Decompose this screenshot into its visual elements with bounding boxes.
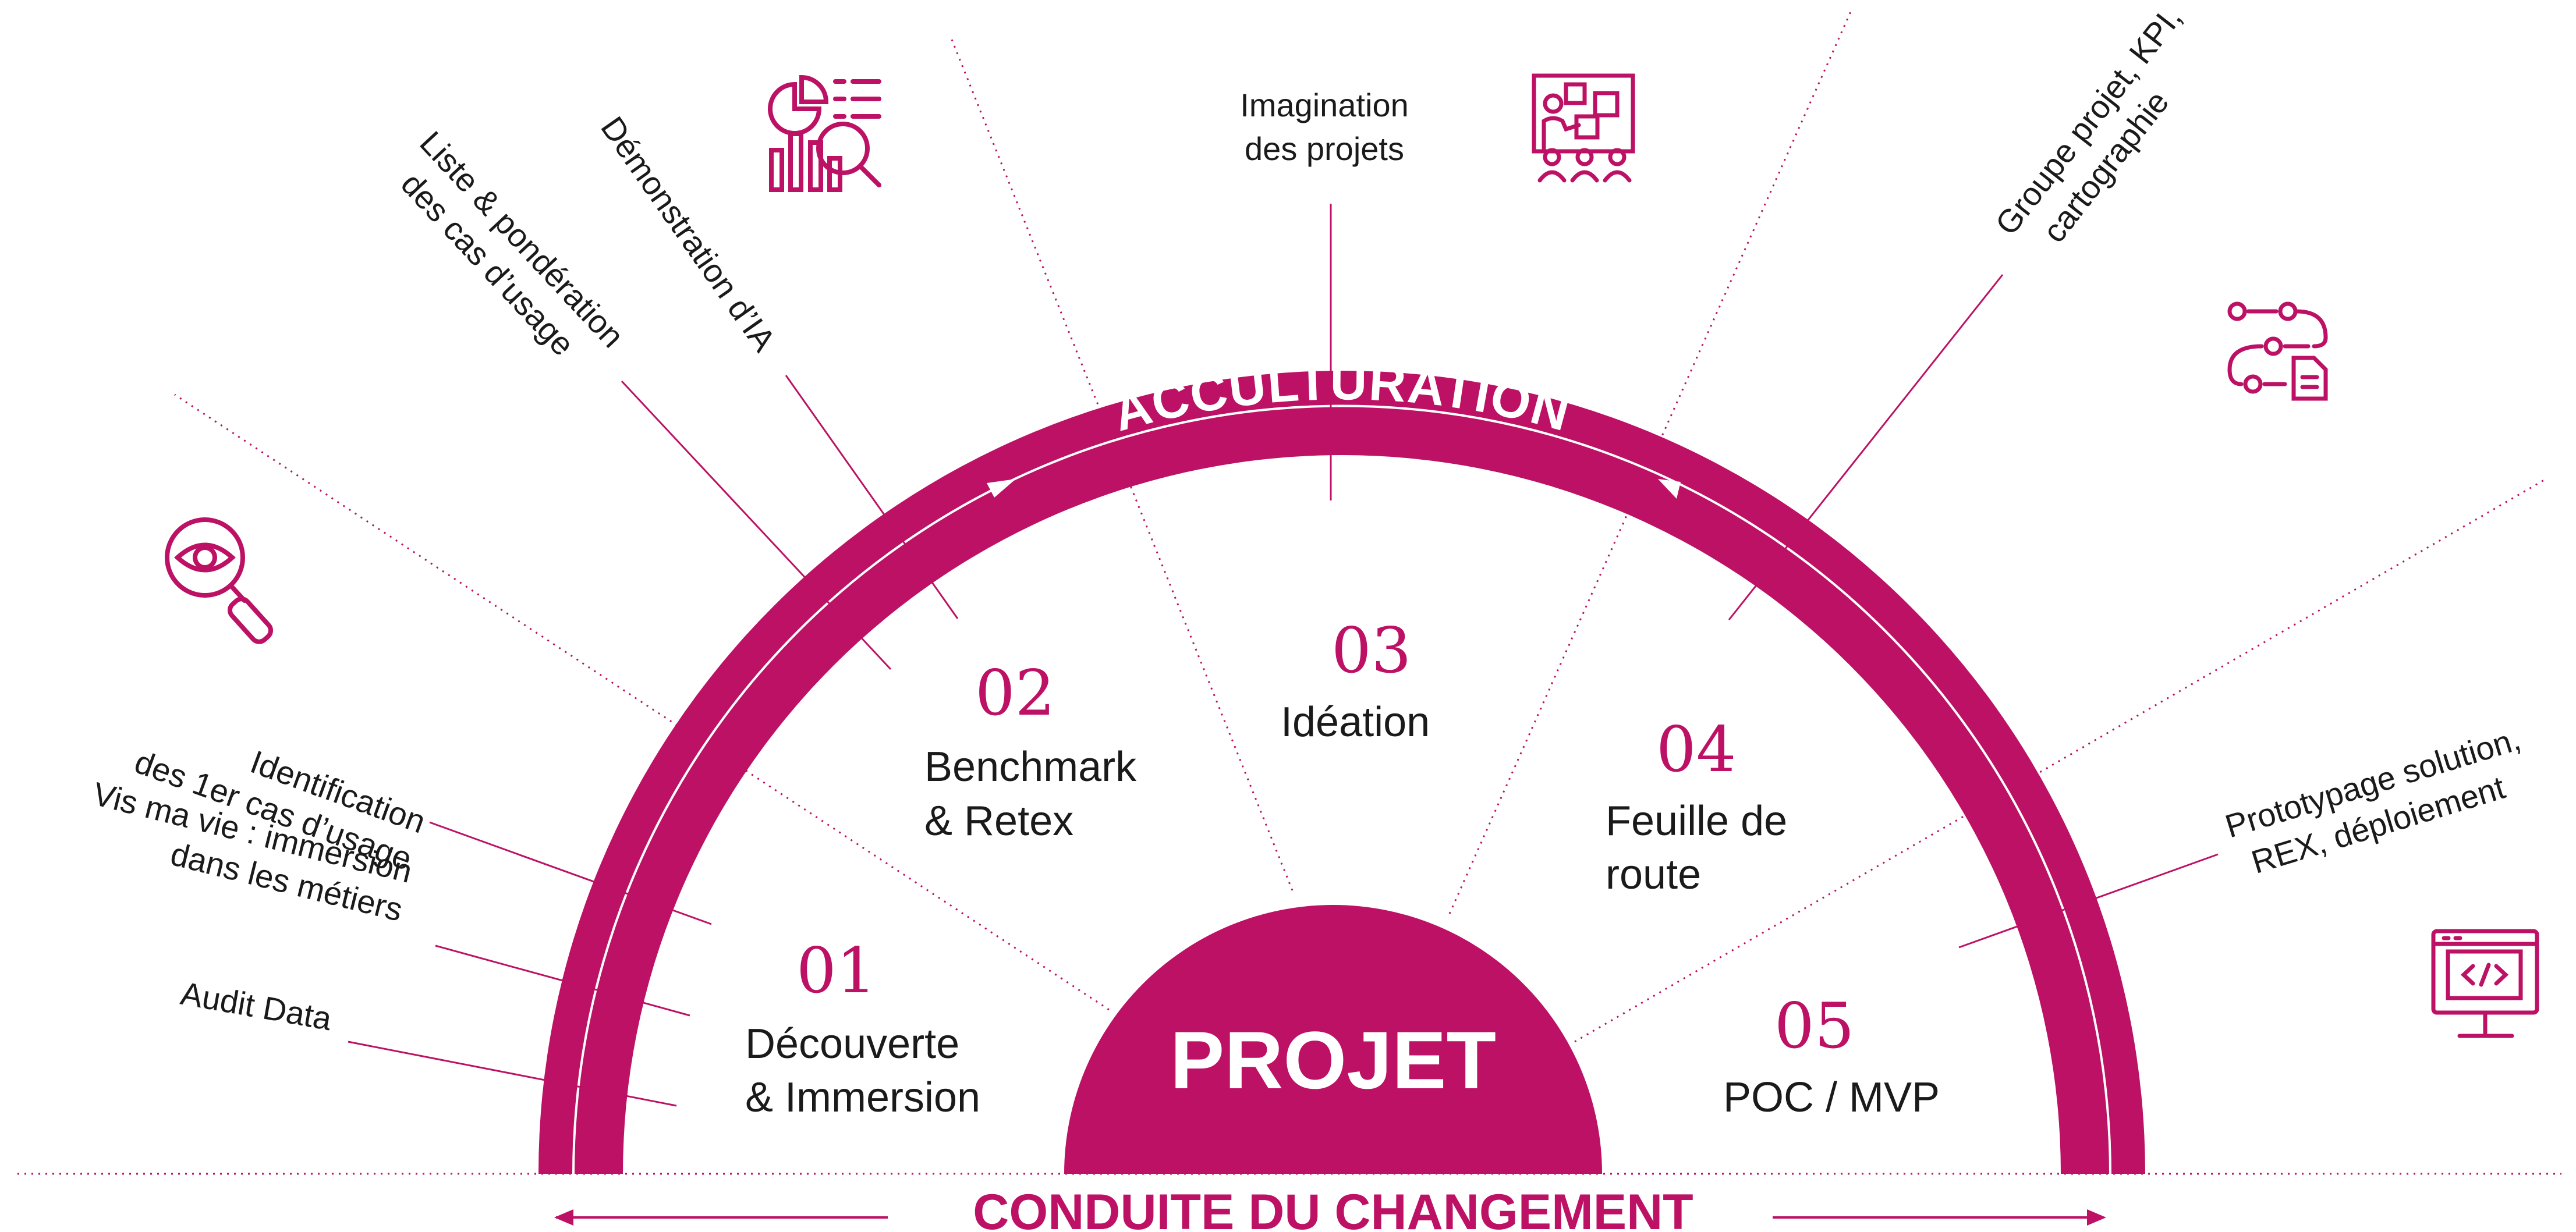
phase-03: 03 Idéation xyxy=(1281,615,1430,745)
eye-search-icon xyxy=(165,517,274,644)
banner-arrow-left xyxy=(554,1209,573,1226)
phase-number: 02 xyxy=(975,657,1055,730)
leader-lines xyxy=(348,204,2219,1107)
project-core xyxy=(1064,905,1602,1174)
annotation-prototypage: Prototypage solution, REX, déploiement xyxy=(2221,720,2525,880)
banner-arrow-right xyxy=(2087,1209,2106,1226)
analytics-magnifier-icon xyxy=(768,74,881,192)
phase-05: 05 POC / MVP xyxy=(1723,990,1940,1121)
arc-arrow-left xyxy=(987,479,1016,498)
phase-01: 01 Découverte & Immersion xyxy=(745,935,980,1121)
annotation-liste-ponderation: Liste & pondération des cas d’usage xyxy=(394,124,631,363)
phase-number: 03 xyxy=(1331,615,1411,687)
phase-title: Benchmark xyxy=(924,744,1137,790)
phase-title: & Retex xyxy=(924,798,1073,844)
phase-title: POC / MVP xyxy=(1723,1074,1940,1121)
phase-title: Feuille de xyxy=(1606,798,1787,844)
project-label: PROJET xyxy=(1170,1014,1496,1106)
annotation-audit-data: Audit Data xyxy=(178,975,335,1038)
arc-inner-line xyxy=(572,404,2111,1174)
phase-number: 05 xyxy=(1774,990,1854,1063)
svg-text:Imagination: Imagination xyxy=(1240,87,1409,123)
workflow-document-icon xyxy=(2227,301,2328,401)
annotation-groupe-projet: Groupe projet, KPI, cartographie xyxy=(1988,0,2189,249)
phase-number: 01 xyxy=(796,935,876,1007)
acculturation-arc xyxy=(538,371,2145,1174)
phase-04: 04 Feuille de route xyxy=(1606,713,1787,898)
code-monitor-icon xyxy=(2431,929,2539,1038)
phase-title: & Immersion xyxy=(745,1074,980,1121)
presentation-board-icon xyxy=(1532,73,1635,183)
phase-title: Idéation xyxy=(1281,699,1430,745)
phase-title: Découverte xyxy=(745,1021,959,1067)
change-management-label: CONDUITE DU CHANGEMENT xyxy=(973,1184,1693,1232)
phase-number: 04 xyxy=(1656,713,1736,786)
svg-text:Audit Data: Audit Data xyxy=(178,975,335,1038)
svg-text:des projets: des projets xyxy=(1245,130,1404,167)
arc-arrow-right xyxy=(1658,479,1681,499)
phase-02: 02 Benchmark & Retex xyxy=(924,657,1137,844)
phase-title: route xyxy=(1606,851,1701,898)
annotation-imagination: Imagination des projets xyxy=(1240,87,1409,167)
